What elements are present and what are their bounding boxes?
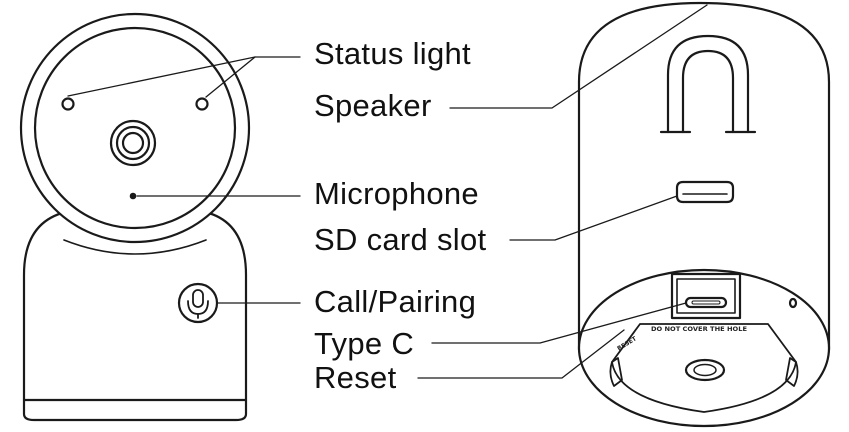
rear-bottom-screw bbox=[684, 358, 726, 382]
label-sd-card-slot: SD card slot bbox=[314, 222, 487, 257]
leader-speaker bbox=[449, 4, 708, 109]
left-foot-notch bbox=[609, 357, 623, 387]
leader-sd-card bbox=[509, 195, 678, 241]
front-base-foot bbox=[22, 398, 248, 422]
label-reset: Reset bbox=[314, 360, 397, 395]
rear-side-hole bbox=[788, 297, 798, 309]
sd-card-slot bbox=[675, 180, 735, 204]
rear-bottom-rim bbox=[577, 268, 831, 428]
leader-reset bbox=[417, 329, 625, 379]
front-head-face bbox=[33, 26, 237, 230]
leader-status-light-2 bbox=[205, 56, 256, 98]
label-status-light: Status light bbox=[314, 36, 471, 71]
label-type-c: Type C bbox=[314, 326, 415, 361]
label-speaker: Speaker bbox=[314, 88, 432, 123]
status-light-left bbox=[61, 97, 75, 111]
leader-type-c bbox=[431, 302, 687, 344]
rear-body bbox=[577, 1, 831, 352]
front-camera bbox=[19, 12, 251, 422]
call-pairing-button bbox=[177, 282, 219, 324]
rear-bottom-plate bbox=[611, 323, 797, 413]
right-foot-notch bbox=[785, 357, 799, 387]
status-light-right bbox=[195, 97, 209, 111]
front-neck-shadow bbox=[63, 239, 207, 255]
label-microphone: Microphone bbox=[314, 176, 479, 211]
rear-camera bbox=[577, 1, 831, 428]
front-lens bbox=[109, 119, 157, 167]
leader-lines bbox=[67, 4, 708, 379]
port-warning-text: DO NOT COVER THE HOLE bbox=[651, 326, 747, 333]
rear-bottom-screw-inner bbox=[693, 363, 717, 377]
hanging-loop bbox=[659, 34, 757, 134]
label-call-pairing: Call/Pairing bbox=[314, 284, 477, 319]
microphone-hole bbox=[129, 192, 137, 200]
